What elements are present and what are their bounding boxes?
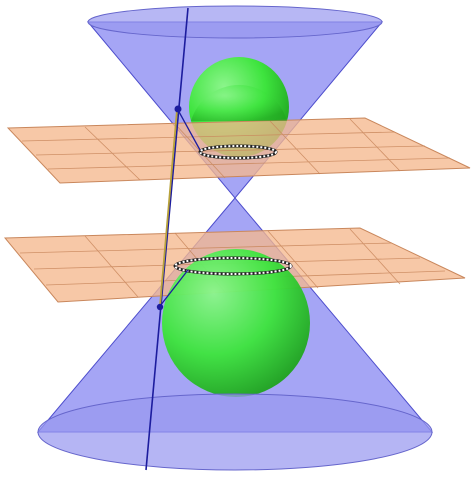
upper-plane-grid [21, 118, 451, 181]
lower-dandelin-sphere [162, 249, 310, 397]
upper-sphere-top-cap [191, 85, 287, 121]
lower-tangent-point [156, 303, 164, 311]
upper-tangent-point [174, 105, 182, 113]
generator-line-segment-highlight [159, 109, 178, 307]
focal-distance-segment-lower [159, 269, 189, 307]
generator-line [145, 7, 189, 471]
lower-contact-circle-dash [174, 257, 292, 275]
focal-distance-segment-upper [177, 109, 201, 151]
upper-cone-rim [87, 5, 383, 39]
lower-cone-base [37, 393, 433, 471]
upper-contact-circle-dash [199, 145, 277, 159]
